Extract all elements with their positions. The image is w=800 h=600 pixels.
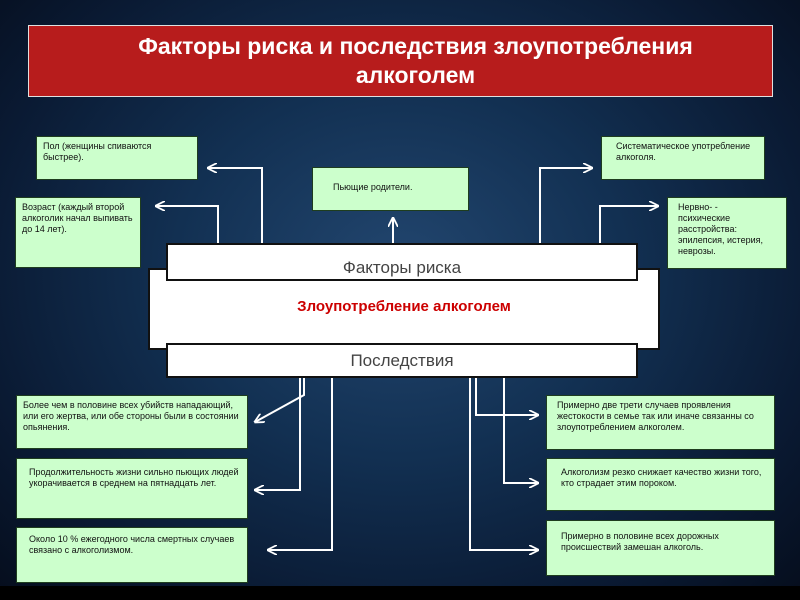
note-quality-of-life: Алкоголизм резко снижает качество жизни …	[546, 458, 775, 511]
footer-bar	[0, 586, 800, 600]
note-family-violence: Примерно две трети случаев проявления же…	[546, 395, 775, 450]
note-road-accidents: Примерно в половине всех дорожных происш…	[546, 520, 775, 576]
arrow-to-age	[156, 206, 219, 243]
note-deaths: Около 10 % ежегодного числа смертных слу…	[16, 527, 248, 583]
consequences-band: Последствия	[166, 343, 638, 378]
note-gender: Пол (женщины спиваются быстрее).	[36, 136, 198, 180]
arrow-to-gender	[208, 168, 263, 243]
arrow-to-quality-of-life	[503, 376, 538, 483]
note-life-expectancy: Продолжительность жизни сильно пьющих лю…	[16, 458, 248, 519]
page-title: Факторы риска и последствия злоупотребле…	[138, 33, 693, 88]
note-systematic: Систематическое употребление алкоголя.	[601, 136, 765, 180]
main-topic-label: Злоупотребление алкоголем	[297, 298, 511, 315]
arrow-to-family-violence	[475, 376, 538, 415]
arrow-to-deaths	[268, 376, 333, 550]
risk-factors-band: Факторы риска	[166, 243, 638, 281]
note-neuro: Нервно- - психические расстройства: эпил…	[667, 197, 787, 269]
note-parents: Пьющие родители.	[312, 167, 469, 211]
arrow-to-systematic	[539, 168, 592, 243]
arrow-to-road-accidents	[469, 376, 538, 550]
arrow-to-life-expectancy	[255, 376, 301, 490]
arrow-to-neuro	[599, 206, 658, 243]
note-age: Возраст (каждый второй алкоголик начал в…	[15, 197, 141, 268]
note-murders: Более чем в половине всех убийств напада…	[16, 395, 248, 449]
arrow-to-murders	[255, 376, 305, 422]
title-banner: Факторы риска и последствия злоупотребле…	[28, 25, 773, 97]
